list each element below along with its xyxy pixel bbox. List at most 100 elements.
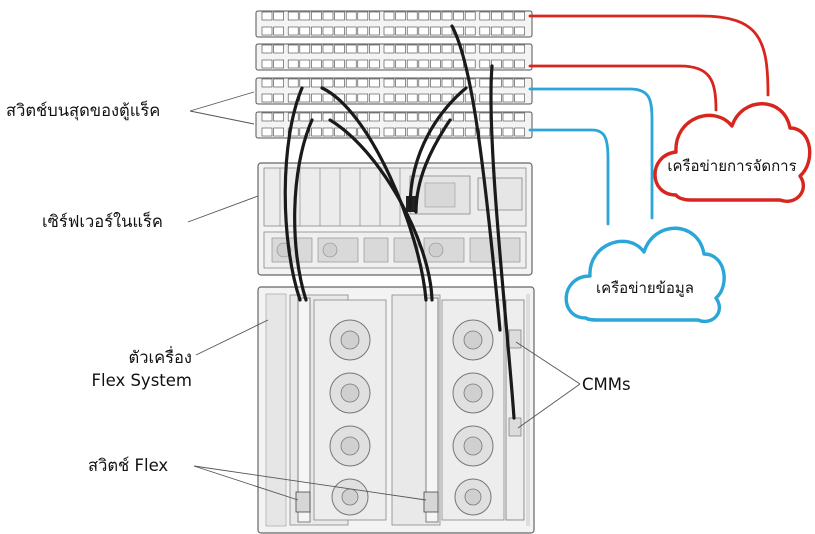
switch-port (299, 93, 311, 103)
switch-port-row (261, 11, 525, 21)
switch-port (369, 26, 380, 36)
switch-port (479, 93, 491, 103)
switch-port (514, 11, 525, 21)
switch-port (491, 78, 502, 88)
switch-port (418, 44, 430, 54)
switch-port (299, 11, 311, 21)
switch-port (514, 44, 525, 54)
switch-port (357, 59, 369, 69)
switch-port (357, 112, 369, 122)
chassis-label-line2: Flex System (92, 371, 192, 390)
switch-port (514, 26, 525, 36)
switch-port (322, 127, 334, 137)
switch-port (322, 26, 334, 36)
switch-port (479, 78, 491, 88)
switch-port (369, 11, 380, 21)
switch-port (441, 11, 453, 21)
switch-port (287, 59, 299, 69)
switch-port (345, 78, 357, 88)
switch-port (287, 26, 299, 36)
switch-port (261, 127, 273, 137)
cable-tor4-to-flex-mid (328, 118, 434, 302)
management-cables (528, 14, 770, 112)
switch-port (311, 59, 322, 69)
switch-port (464, 26, 476, 36)
tor-switch-3 (255, 77, 533, 105)
switch-port (418, 93, 430, 103)
switch-port (369, 112, 380, 122)
switch-port (357, 93, 369, 103)
cable-tor4-to-server (414, 118, 452, 214)
switch-port (514, 78, 525, 88)
switch-port (383, 127, 395, 137)
switch-port (441, 44, 453, 54)
switch-port (311, 127, 322, 137)
switch-port (299, 112, 311, 122)
switch-port (383, 44, 395, 54)
switch-port (357, 44, 369, 54)
data-cables (528, 87, 654, 226)
cable-tor3-to-flex-left (283, 86, 304, 302)
switch-port (287, 11, 299, 21)
switch-port (357, 11, 369, 21)
switch-port (273, 93, 284, 103)
switch-port (430, 59, 441, 69)
switch-port (322, 59, 334, 69)
switch-port (345, 26, 357, 36)
switch-port (453, 11, 464, 21)
switch-port (418, 26, 430, 36)
switch-port (261, 112, 273, 122)
switch-port (514, 112, 525, 122)
switch-port (334, 112, 345, 122)
switch-port (502, 11, 514, 21)
switch-port (383, 93, 395, 103)
switch-port (502, 112, 514, 122)
switch-port (261, 59, 273, 69)
switch-port (322, 112, 334, 122)
switch-port (273, 59, 284, 69)
flex-system-chassis (257, 286, 535, 534)
switch-port (334, 11, 345, 21)
switch-port (311, 26, 322, 36)
switch-port (383, 11, 395, 21)
cable-tor4-to-flex-left (293, 118, 314, 302)
switch-port (479, 112, 491, 122)
cable-tor1-to-cmm-top (450, 24, 502, 332)
switch-port (322, 93, 334, 103)
switch-port (502, 127, 514, 137)
switch-port (514, 127, 525, 137)
switch-port (357, 26, 369, 36)
switch-port (453, 112, 464, 122)
switch-port (357, 78, 369, 88)
switch-port (311, 44, 322, 54)
switch-port (491, 59, 502, 69)
switch-port (334, 44, 345, 54)
switch-port-row (261, 93, 525, 103)
switch-port (441, 78, 453, 88)
switch-port (369, 127, 380, 137)
flex-bay-middle (391, 294, 441, 526)
switch-port (395, 44, 406, 54)
switch-port (479, 26, 491, 36)
switch-port (418, 59, 430, 69)
switch-port (453, 78, 464, 88)
switch-port (395, 112, 406, 122)
management-network-cloud: เครือข่ายการจัดการ (653, 102, 812, 203)
rack-server-label: เซิร์ฟเวอร์ในแร็ค (42, 211, 163, 231)
switch-port (464, 11, 476, 21)
switch-port (369, 44, 380, 54)
switch-port (383, 78, 395, 88)
switch-port (430, 11, 441, 21)
switch-port (441, 59, 453, 69)
switch-port (311, 112, 322, 122)
switch-port (453, 127, 464, 137)
switch-port-row (261, 44, 525, 54)
cable-tor3-to-server (408, 86, 468, 210)
switch-port (430, 26, 441, 36)
switch-port (406, 11, 418, 21)
callout-lines (187, 91, 581, 501)
switch-port (369, 59, 380, 69)
switch-port (334, 59, 345, 69)
switch-port (395, 127, 406, 137)
